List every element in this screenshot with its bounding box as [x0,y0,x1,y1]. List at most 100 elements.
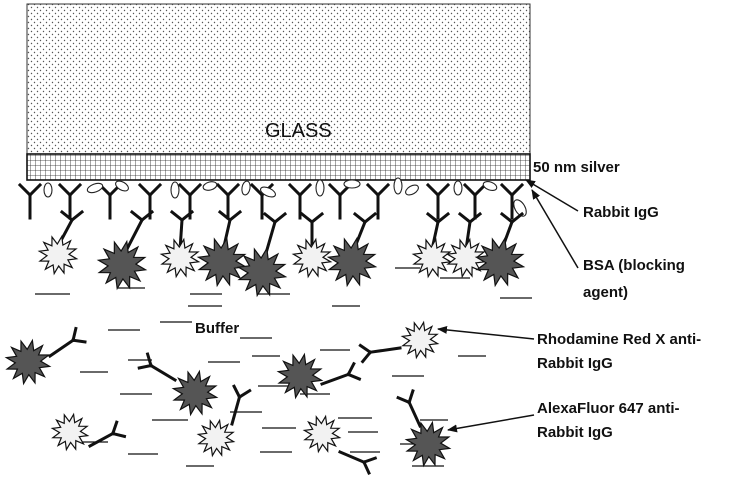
bsa-ellipse [260,186,276,198]
alexafluor-star [196,236,248,288]
antibody-stem [465,220,472,246]
rhodamine-star [159,237,201,279]
rhodamine-star [400,320,440,360]
free-antibody [338,450,378,476]
bsa-ellipse [343,179,361,189]
antibody-arm [129,209,145,223]
antibody-arm [362,456,378,465]
labeled-antibody-bound [474,211,526,288]
antibody-stem [230,395,242,426]
antibody-arm [467,211,483,225]
antibody-stem [123,217,145,254]
rabbit-igg-surface [17,182,43,220]
antibody-stem [87,431,115,449]
rhodamine-arrow [437,325,535,340]
labeled-antibody-bound [236,211,288,298]
bsa-label-line1: BSA (blocking [583,257,685,274]
bsa-ellipse [453,180,463,196]
antibody-stem [431,220,440,246]
bsa-ellipse [482,180,498,192]
rhodamine-antibody-free [358,320,440,364]
rhodamine-label-line1: Rhodamine Red X anti- [537,331,701,348]
labeled-antibody-bound [196,209,248,288]
antibody-arm [215,182,231,198]
alexa-label-line1: AlexaFluor 647 anti- [537,400,680,417]
alexafluor-star [276,352,324,400]
antibody-stem [148,363,178,383]
antibody-arm [361,460,371,476]
bsa-group [43,177,527,217]
antibody-arm [227,209,243,223]
free-antibody [358,343,402,364]
antibody-arm [435,182,451,198]
bsa-ellipse [315,179,325,197]
antibody-arm [147,182,163,198]
rhodamine-star [37,234,79,276]
rabbit-igg-surface [499,182,525,220]
rhodamine-antibody-free [302,414,378,476]
bsa-ellipse [43,182,53,198]
antibody-arm [57,182,73,198]
labeled-antibody-bound [445,211,487,279]
bsa-ellipse [513,199,527,217]
surface-antibody-group [17,182,525,220]
antibody-arm [137,182,153,198]
antibody-arm [169,209,185,223]
rhodamine-star [411,237,453,279]
labeled-antibody-bound [37,209,85,276]
free-antibody-group [4,320,452,476]
alexafluor-star [326,236,378,288]
alexafluor-star [171,369,219,417]
alexa-arrow [447,414,535,433]
antibody-arm [462,182,478,198]
antibody-arm [375,182,391,198]
antibody-arm [111,431,127,439]
antibody-arm [71,326,78,342]
rabbit-igg-arrow [525,179,579,212]
antibody-arm [110,420,119,436]
antibody-arm [309,211,325,225]
antibody-arm [499,182,515,198]
free-antibody [47,326,87,359]
rhodamine-antibody-free [196,384,252,458]
antibody-stem [178,218,184,246]
antibody-arm [225,182,241,198]
rhodamine-label-line2: Rabbit IgG [537,355,613,372]
silver-label: 50 nm silver [533,159,620,176]
free-antibody [230,384,252,426]
antibody-arm [59,209,75,223]
antibody-arm [365,182,381,198]
rabbit-igg-surface [287,182,313,220]
rhodamine-star [196,418,236,458]
bsa-ellipse [405,184,419,196]
alexafluor-star [474,236,526,288]
antibody-stem [320,372,351,386]
antibody-arm [27,182,43,198]
bsa-ellipse [202,181,218,191]
glass-layer: GLASS [26,3,531,155]
antibody-arm [352,211,368,225]
rabbit-igg-surface [365,182,391,220]
free-antibody [396,389,422,428]
antibody-stem [47,338,76,359]
antibody-arm [297,182,313,198]
antibody-arm [287,182,303,198]
buffer-dash-group [35,267,532,467]
labeled-antibody-bound [291,211,333,279]
rabbit-igg-surface [97,182,123,220]
rabbit-igg-surface [57,182,83,220]
silver-layer: 50 nm silver [26,153,620,181]
antibody-arm [177,182,193,198]
antibody-arm [425,211,441,225]
antibody-arm [425,182,441,198]
buffer-label: Buffer [195,320,239,337]
rhodamine-antibody-free [50,412,127,452]
antibody-arm [262,211,278,225]
labeled-antibody-bound [326,211,378,288]
antibody-arm [69,209,85,223]
labeled-antibody-bound [96,209,155,291]
rabbit-igg-surface [215,182,241,220]
bsa-ellipse [86,182,104,194]
bsa-ellipse [170,181,180,199]
